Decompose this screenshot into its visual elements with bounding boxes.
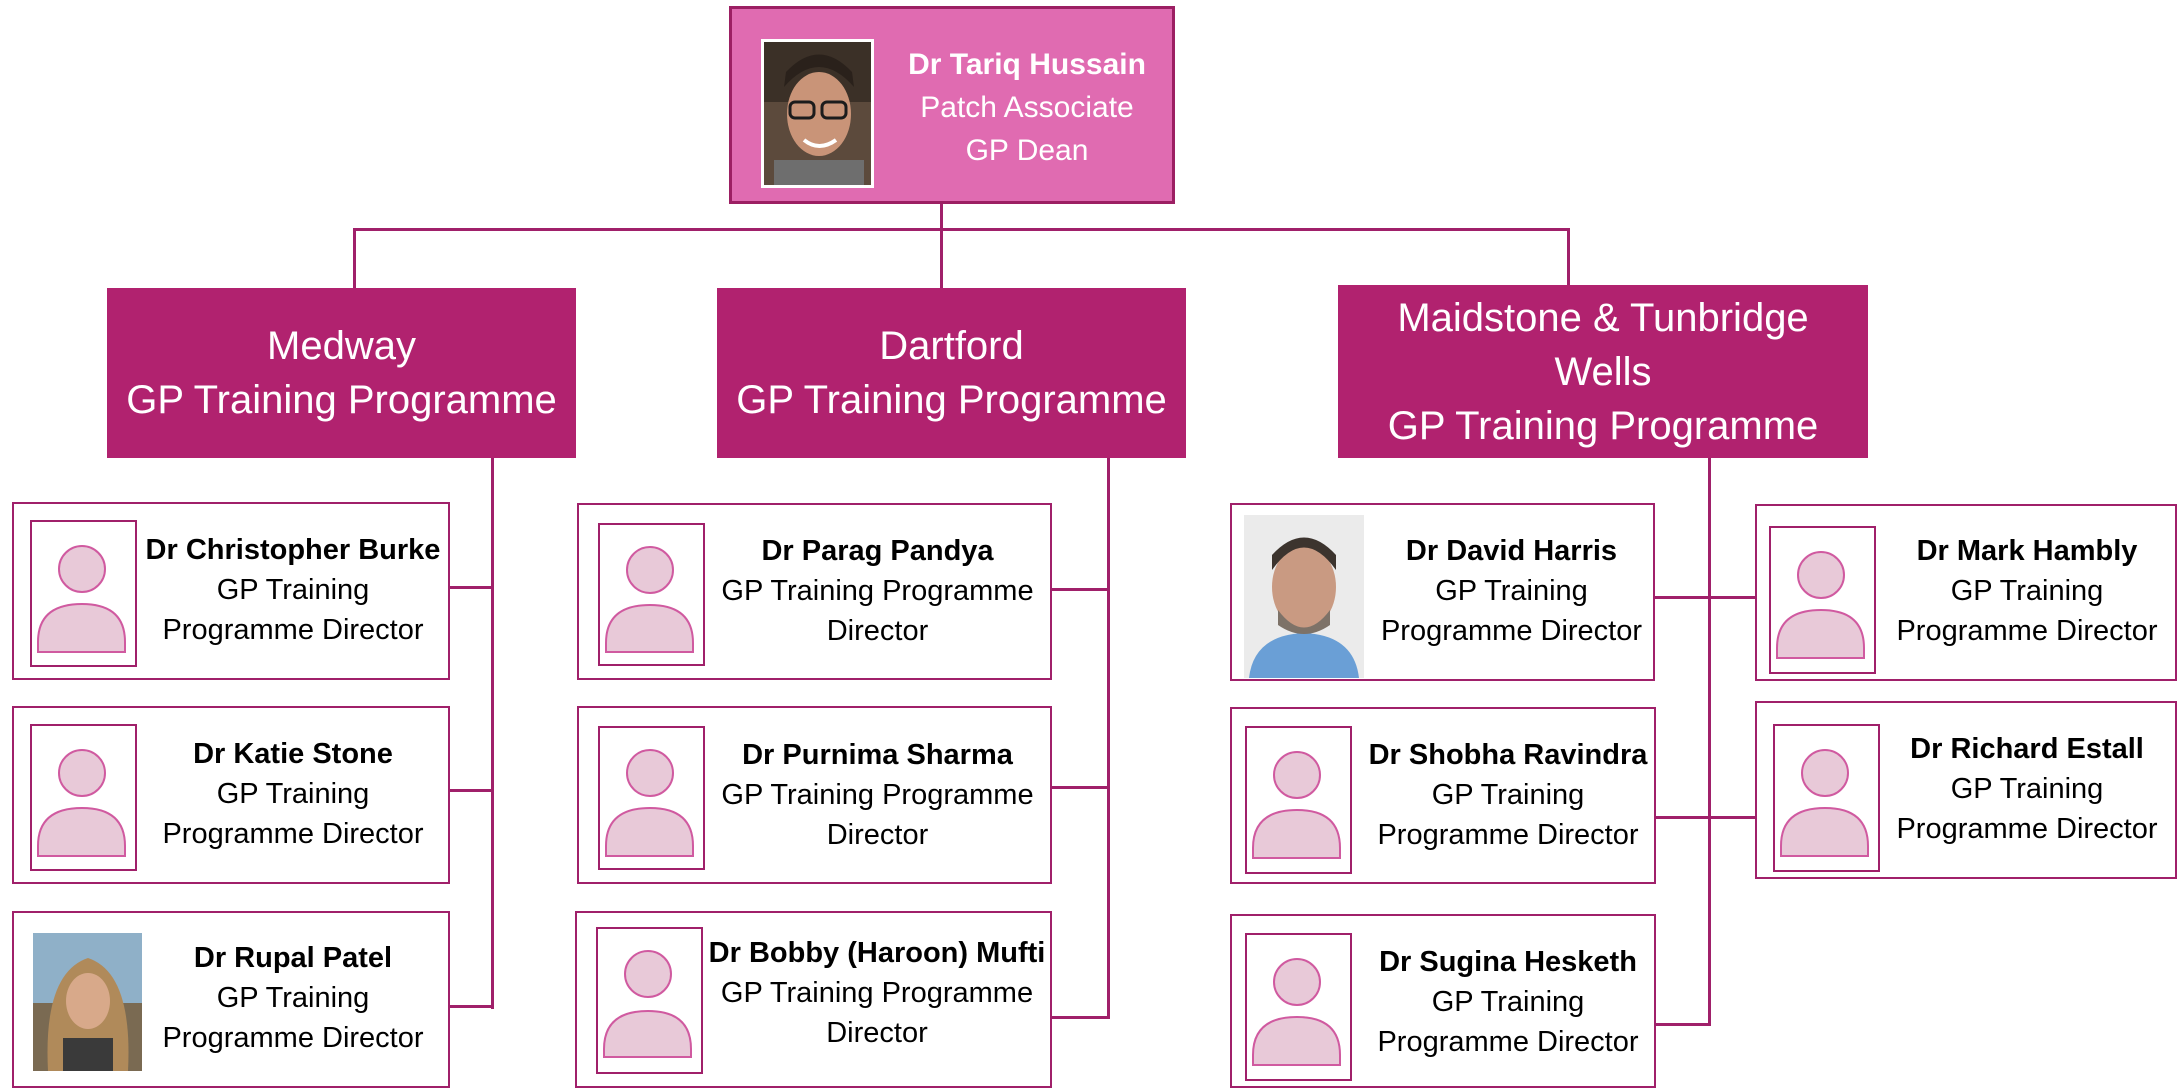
connector-dartford-spine bbox=[1107, 455, 1110, 1019]
person-card-patel: Dr Rupal Patel GP Training Programme Dir… bbox=[12, 911, 450, 1088]
person-photo bbox=[1244, 515, 1364, 678]
person-photo bbox=[33, 933, 142, 1071]
person-role: GP Training Programme Director bbox=[162, 778, 424, 850]
person-placeholder-icon bbox=[30, 724, 137, 871]
person-text: Dr Rupal Patel GP Training Programme Dir… bbox=[137, 938, 449, 1058]
head-name: Dr Tariq Hussain bbox=[908, 48, 1146, 81]
person-name: Dr Rupal Patel bbox=[193, 942, 393, 974]
head-photo bbox=[761, 39, 874, 188]
person-role: GP Training Programme Director bbox=[1377, 779, 1639, 851]
person-name: Dr David Harris bbox=[1405, 535, 1618, 567]
programme-dartford-line1: Dartford bbox=[879, 324, 1024, 368]
connector-maidstone-row2 bbox=[1654, 816, 1757, 819]
person-role: GP Training Programme Director bbox=[1377, 986, 1639, 1058]
person-placeholder-icon bbox=[1245, 933, 1352, 1081]
connector-dartford-sharma bbox=[1050, 786, 1110, 789]
connector-top-horizontal bbox=[353, 228, 1570, 231]
person-card-harris: Dr David Harris GP Training Programme Di… bbox=[1230, 503, 1655, 681]
person-role: GP Training Programme Director bbox=[720, 977, 1034, 1049]
connector-medway-burke bbox=[448, 586, 494, 589]
person-name: Dr Purnima Sharma bbox=[742, 739, 1013, 771]
programme-medway-line2: GP Training Programme bbox=[126, 378, 557, 422]
connector-medway-spine bbox=[491, 455, 494, 1009]
person-role: GP Training Programme Director bbox=[1380, 575, 1643, 647]
person-card-sharma: Dr Purnima Sharma GP Training Programme … bbox=[577, 706, 1052, 884]
person-text: Dr Shobha Ravindra GP Training Programme… bbox=[1360, 735, 1656, 855]
person-placeholder-icon bbox=[598, 523, 705, 666]
connector-maidstone-row1 bbox=[1652, 596, 1757, 599]
person-text: Dr Purnima Sharma GP Training Programme … bbox=[705, 735, 1050, 855]
person-role: GP Training Programme Director bbox=[721, 575, 1034, 647]
programme-maidstone-line2: Wells bbox=[1554, 349, 1652, 394]
person-text: Dr Christopher Burke GP Training Program… bbox=[137, 530, 449, 650]
person-role: GP Training Programme Director bbox=[162, 574, 424, 646]
person-placeholder-icon bbox=[1245, 726, 1352, 874]
person-name: Dr Parag Pandya bbox=[761, 535, 994, 567]
person-role: GP Training Programme Director bbox=[1896, 773, 2158, 845]
person-name: Dr Sugina Hesketh bbox=[1379, 946, 1637, 978]
person-role: GP Training Programme Director bbox=[1896, 575, 2158, 647]
programme-maidstone-line1: Maidstone & Tunbridge bbox=[1397, 295, 1809, 340]
person-card-ravindra: Dr Shobha Ravindra GP Training Programme… bbox=[1230, 707, 1656, 884]
person-name: Dr Bobby (Haroon) Mufti bbox=[708, 937, 1046, 969]
person-placeholder-icon bbox=[1773, 724, 1880, 872]
programme-maidstone: Maidstone & Tunbridge Wells GP Training … bbox=[1338, 285, 1868, 458]
person-card-burke: Dr Christopher Burke GP Training Program… bbox=[12, 502, 450, 680]
person-card-mufti: Dr Bobby (Haroon) Mufti GP Training Prog… bbox=[575, 911, 1052, 1088]
person-name: Dr Shobha Ravindra bbox=[1368, 739, 1648, 771]
person-placeholder-icon bbox=[598, 726, 705, 870]
connector-dartford-pandya bbox=[1050, 588, 1110, 591]
programme-maidstone-line3: GP Training Programme bbox=[1387, 403, 1819, 448]
person-text: Dr Sugina Hesketh GP Training Programme … bbox=[1360, 942, 1656, 1062]
person-placeholder-icon bbox=[30, 520, 137, 667]
person-name: Dr Mark Hambly bbox=[1916, 535, 2138, 567]
person-role: GP Training Programme Director bbox=[721, 779, 1034, 851]
person-name: Dr Katie Stone bbox=[193, 738, 393, 770]
head-role-line1: Patch Associate bbox=[920, 91, 1134, 124]
person-name: Dr Christopher Burke bbox=[145, 534, 441, 566]
connector-medway-patel bbox=[448, 1005, 494, 1008]
person-text: Dr Bobby (Haroon) Mufti GP Training Prog… bbox=[701, 933, 1053, 1053]
connector-medway-down bbox=[353, 228, 356, 288]
connector-maidstone-down bbox=[1567, 228, 1570, 285]
connector-medway-stone bbox=[448, 789, 494, 792]
person-card-estall: Dr Richard Estall GP Training Programme … bbox=[1755, 701, 2177, 879]
connector-maidstone-spine bbox=[1708, 458, 1711, 1026]
person-text: Dr Katie Stone GP Training Programme Dir… bbox=[137, 734, 449, 854]
person-role: GP Training Programme Director bbox=[162, 982, 424, 1054]
person-text: Dr Richard Estall GP Training Programme … bbox=[1879, 729, 2175, 849]
connector-dartford-down bbox=[940, 228, 943, 288]
person-card-stone: Dr Katie Stone GP Training Programme Dir… bbox=[12, 706, 450, 884]
programme-dartford-line2: GP Training Programme bbox=[736, 378, 1167, 422]
programme-medway-line1: Medway bbox=[267, 324, 416, 368]
head-box: Dr Tariq Hussain Patch Associate GP Dean bbox=[729, 6, 1175, 204]
head-role-line2: GP Dean bbox=[965, 134, 1089, 167]
connector-maidstone-hesketh bbox=[1654, 1023, 1711, 1026]
person-card-hambly: Dr Mark Hambly GP Training Programme Dir… bbox=[1755, 504, 2177, 681]
person-placeholder-icon bbox=[596, 927, 703, 1074]
connector-head-down bbox=[940, 204, 943, 230]
programme-dartford: Dartford GP Training Programme bbox=[717, 288, 1186, 458]
person-name: Dr Richard Estall bbox=[1910, 733, 2144, 765]
head-text: Dr Tariq Hussain Patch Associate GP Dean bbox=[882, 43, 1172, 172]
person-text: Dr Parag Pandya GP Training Programme Di… bbox=[705, 531, 1050, 651]
person-card-hesketh: Dr Sugina Hesketh GP Training Programme … bbox=[1230, 914, 1656, 1088]
person-text: Dr David Harris GP Training Programme Di… bbox=[1369, 531, 1654, 651]
person-placeholder-icon bbox=[1769, 526, 1876, 674]
person-card-pandya: Dr Parag Pandya GP Training Programme Di… bbox=[577, 503, 1052, 680]
programme-medway: Medway GP Training Programme bbox=[107, 288, 576, 458]
person-text: Dr Mark Hambly GP Training Programme Dir… bbox=[1879, 531, 2175, 651]
connector-dartford-mufti bbox=[1050, 1016, 1110, 1019]
